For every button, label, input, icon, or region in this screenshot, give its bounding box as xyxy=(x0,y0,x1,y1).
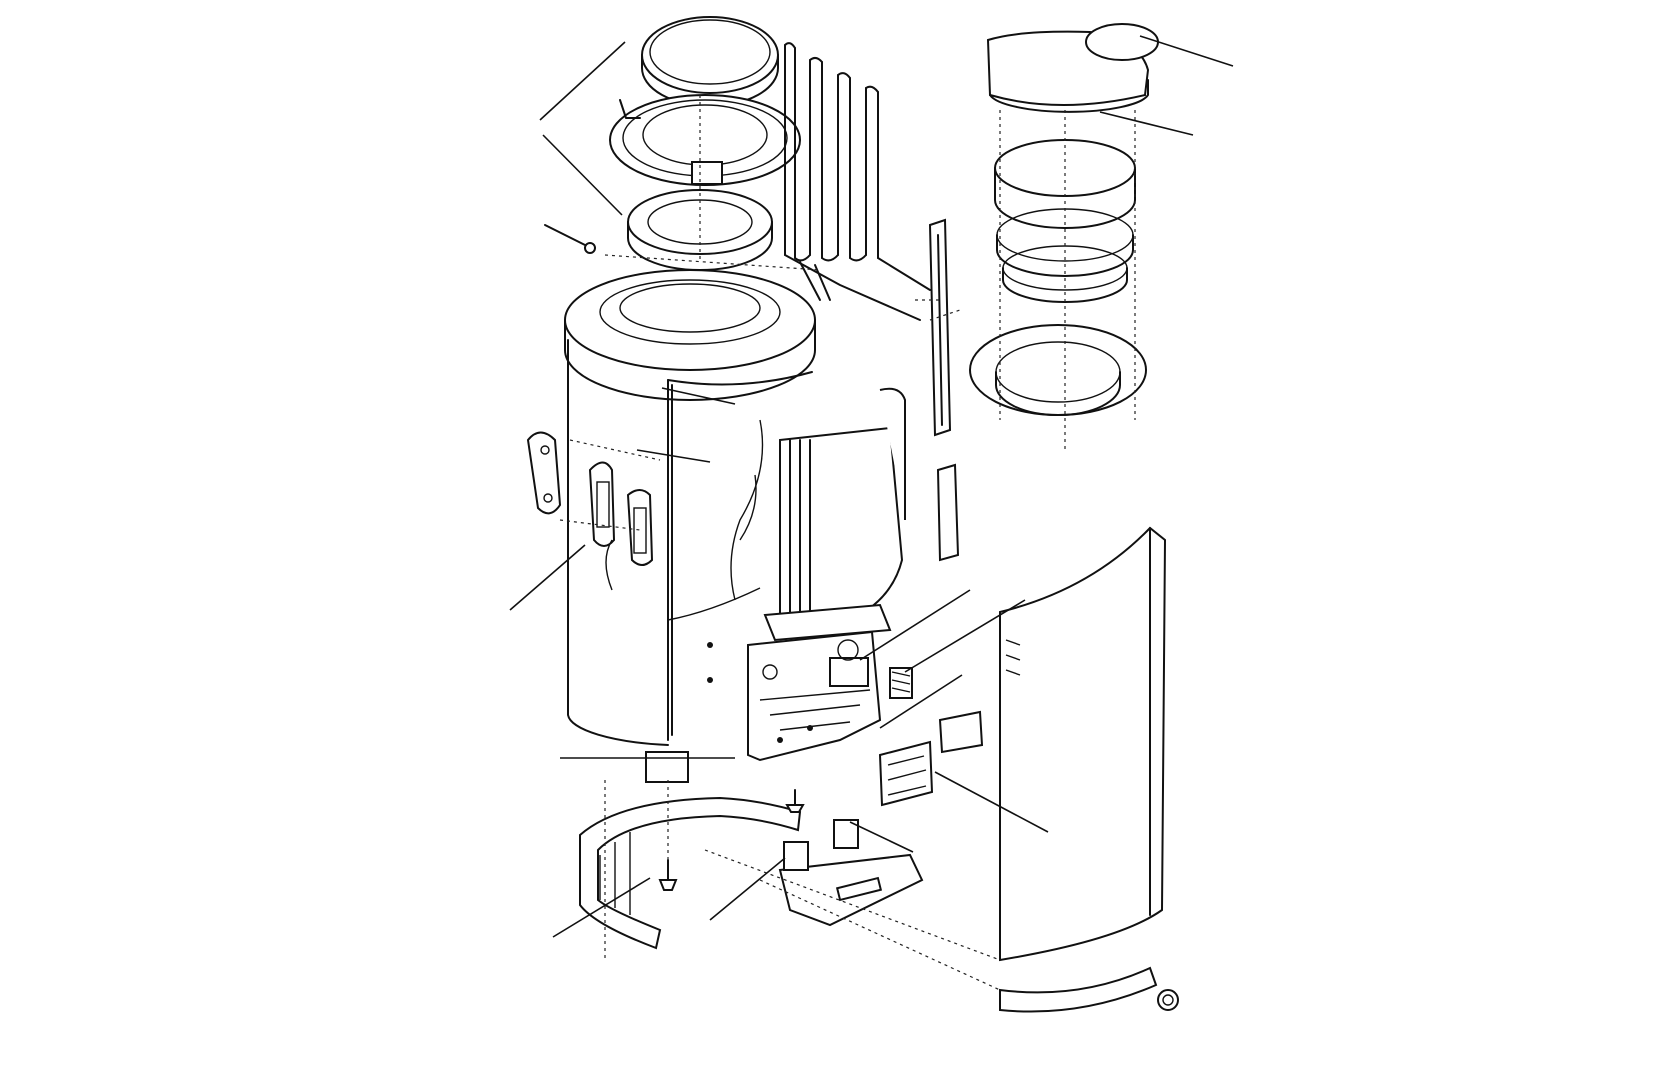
thermostat-switch xyxy=(889,667,913,699)
leader-gasket-ring xyxy=(542,134,623,216)
wiring-harness xyxy=(605,419,764,601)
tank-body xyxy=(564,269,816,783)
leader-filter-cap xyxy=(1139,35,1234,67)
leader-thermostat xyxy=(859,589,971,661)
leader-circuit-board xyxy=(934,771,1049,833)
mounting-bracket xyxy=(778,819,924,927)
leader-clamp-left xyxy=(552,877,651,938)
base-ring xyxy=(969,324,1147,416)
leader-filter-lid xyxy=(1099,111,1194,136)
lower-clamp-left xyxy=(579,796,802,950)
handle-plate xyxy=(526,431,562,515)
leader-handle-grip xyxy=(509,544,586,611)
side-cover-panel xyxy=(999,526,1167,962)
top-ring xyxy=(641,16,779,107)
rim-ring xyxy=(609,94,801,186)
leader-lines xyxy=(509,35,1234,938)
bolt xyxy=(544,224,805,891)
leader-terminal xyxy=(879,674,963,729)
control-panel xyxy=(747,630,882,762)
heating-element-coil xyxy=(784,42,931,321)
leader-clip xyxy=(849,821,914,853)
alignment-lines xyxy=(559,95,1136,991)
leader-handle-screw xyxy=(636,449,711,463)
leader-switch xyxy=(904,599,1026,673)
front-bracket xyxy=(763,387,906,642)
lower-clamp-right xyxy=(999,966,1179,1013)
filter-stack xyxy=(994,139,1136,303)
filter-cap xyxy=(986,23,1159,113)
handle-cover xyxy=(626,489,654,566)
handle-grip xyxy=(588,461,616,547)
side-rail xyxy=(928,218,960,562)
circuit-board xyxy=(878,710,984,807)
leader-bracket xyxy=(709,857,786,921)
leader-handle-bolt xyxy=(661,387,736,405)
leader-top-ring xyxy=(539,41,626,121)
